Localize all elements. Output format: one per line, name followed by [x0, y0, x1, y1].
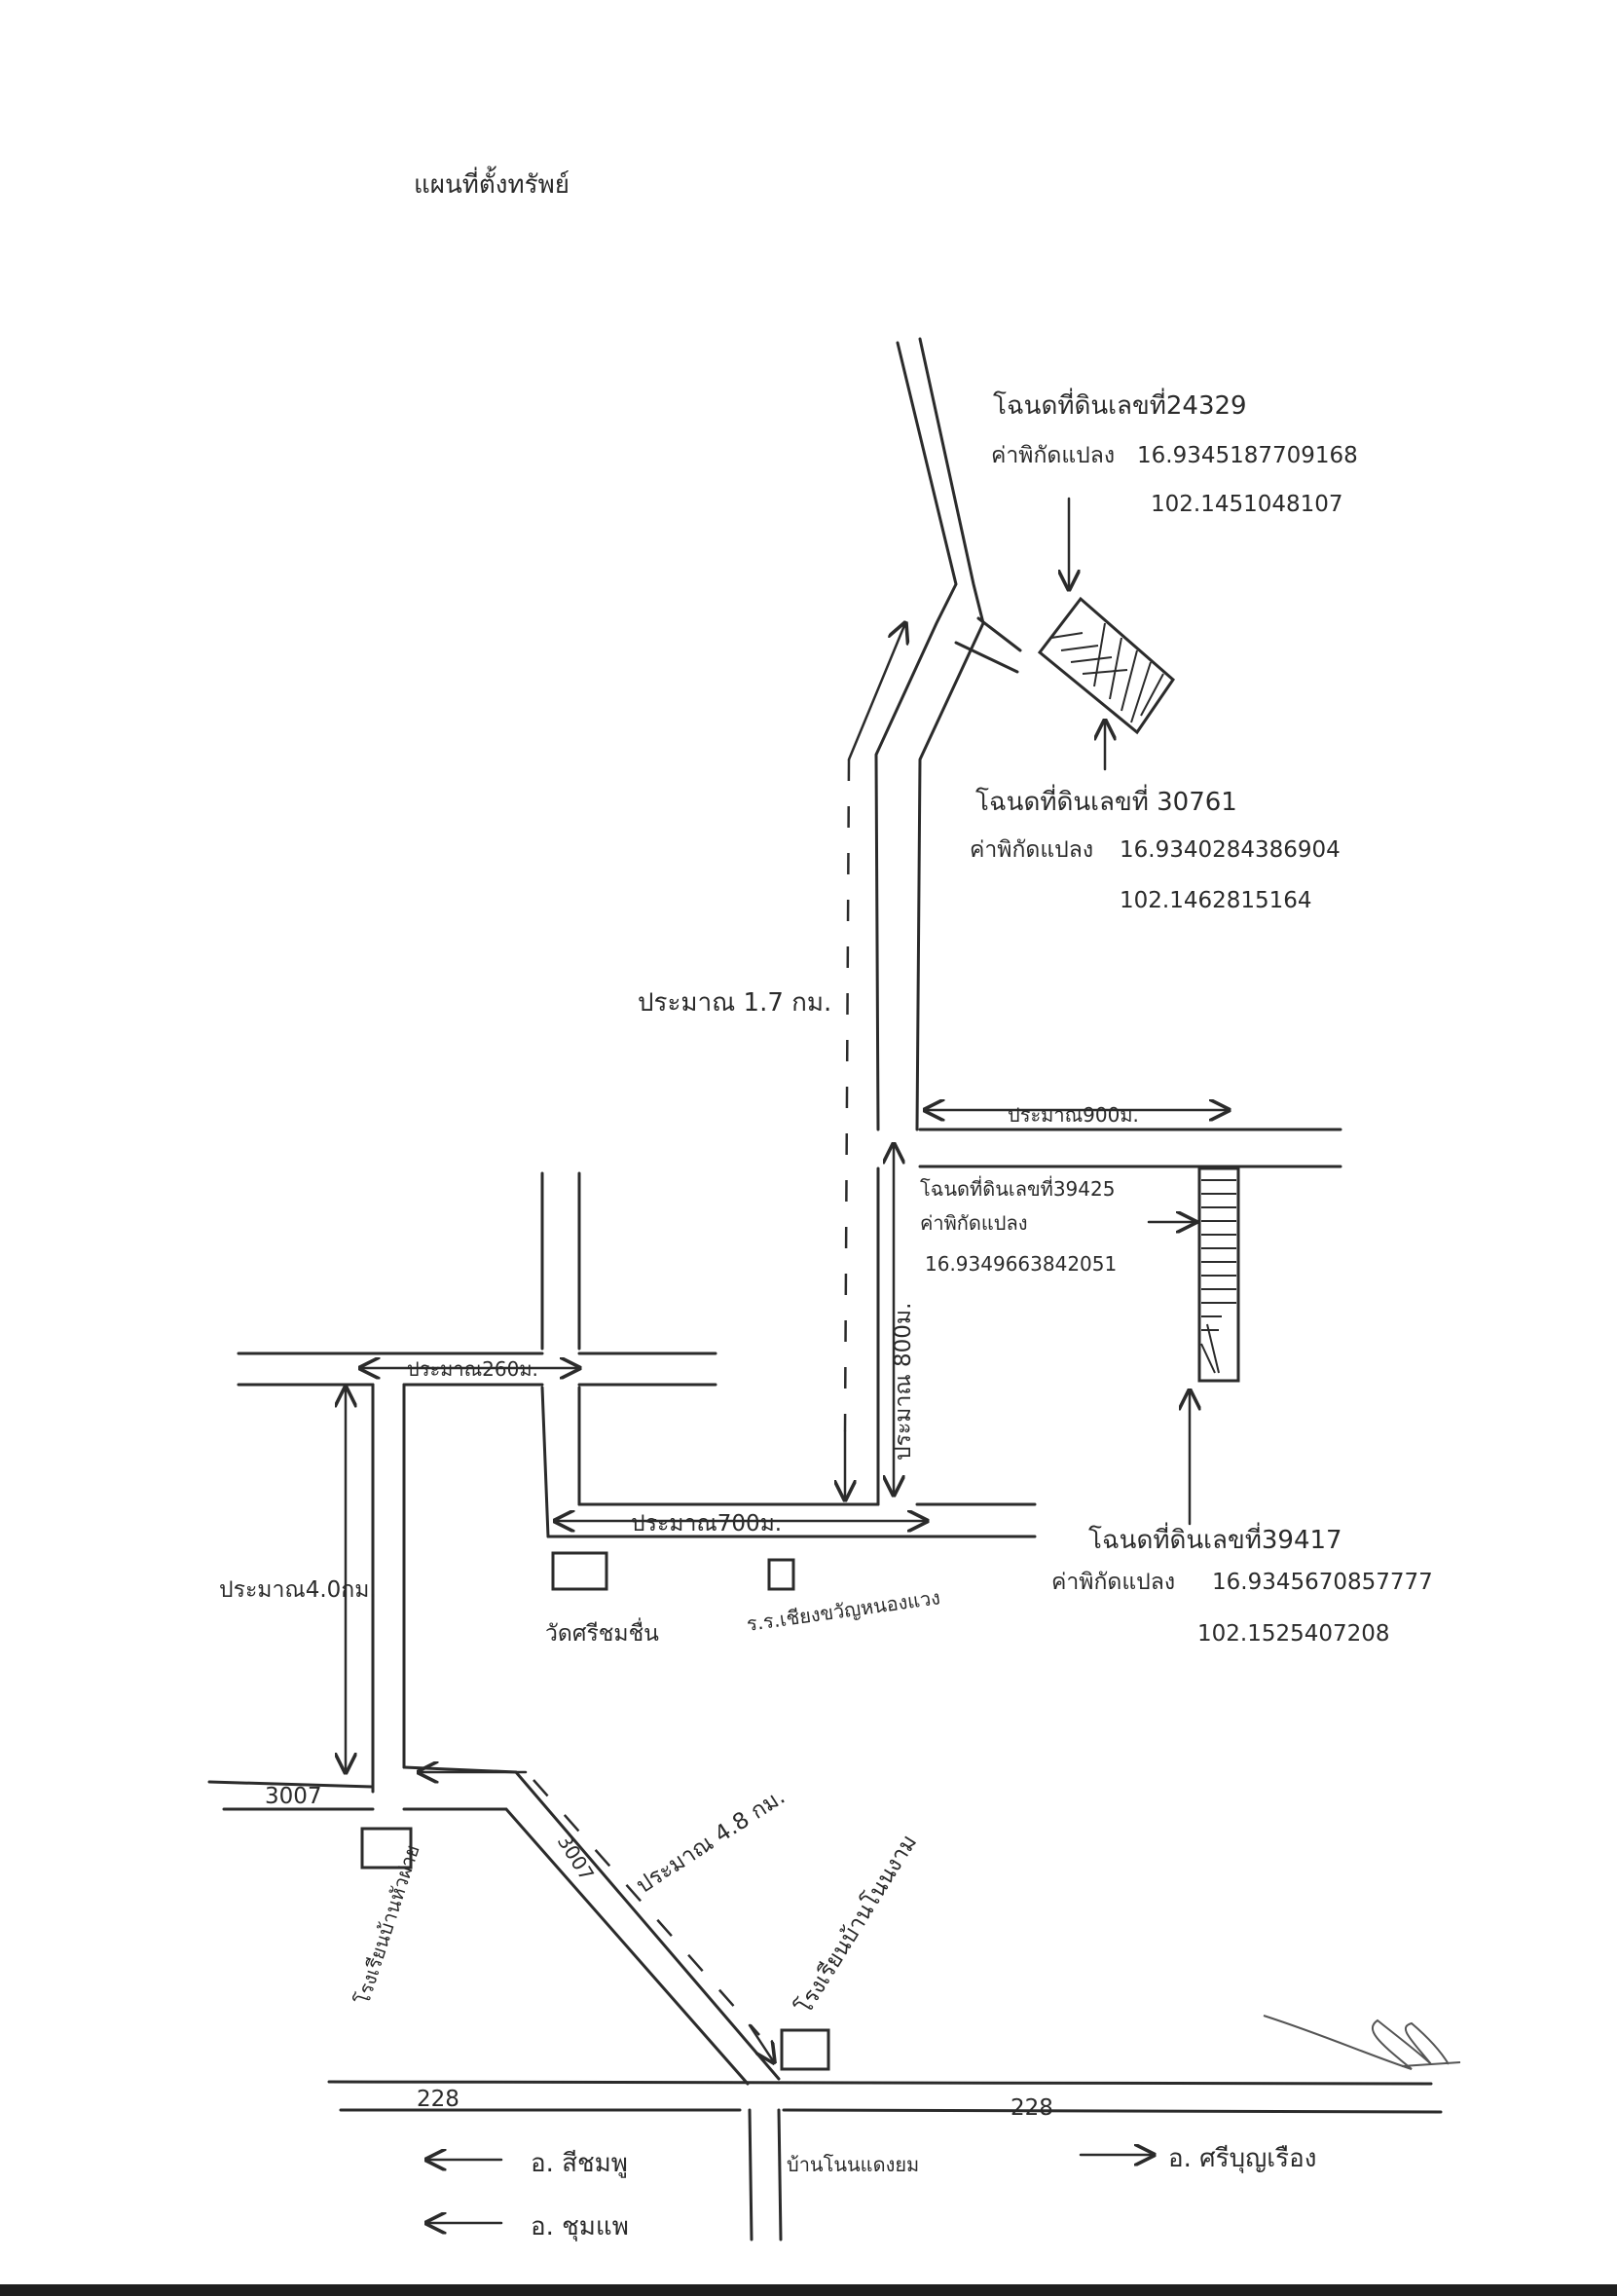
parcel-plot-39425-39417 [1197, 1167, 1240, 1383]
parcel-24329-coord-label: ค่าพิกัดแปลง [991, 443, 1115, 468]
parcel-24329-title: โฉนดที่ดินเลขที่24329 [993, 388, 1247, 421]
parcel-30761-title: โฉนดที่ดินเลขที่ 30761 [975, 784, 1237, 817]
parcel-24329-lat: 16.9345187709168 [1137, 443, 1358, 468]
road-wat-left-low [540, 1386, 550, 1538]
parcel-39417-coord-label: ค่าพิกัดแปลง [1051, 1570, 1175, 1595]
road-3007-top [207, 1780, 375, 1789]
parcel-30761-label: โฉนดที่ดินเลขที่ 30761 ค่าพิกัดแปลง 16.9… [970, 784, 1341, 913]
map-title: แผนที่ตั้งทรัพย์ [414, 166, 570, 200]
dist-800m-label: ประมาณ 800ม. [891, 1303, 916, 1461]
road-south-right [777, 2108, 783, 2241]
school-kok-building-icon [780, 2028, 830, 2071]
school-bua-building-icon [360, 1827, 413, 1870]
dist-260m-label: ประมาณ260ม. [407, 1357, 538, 1381]
dest-3-label: อ. ศรีบุญเรือง [1168, 2144, 1316, 2173]
parcel-39417-title: โฉนดที่ดินเลขที่39417 [1088, 1522, 1342, 1555]
dest-2-label: อ. ชุมแพ [531, 2212, 629, 2241]
dist-1-7km-label: ประมาณ 1.7 กม. [638, 988, 831, 1018]
parcel-39425-label: โฉนดที่ดินเลขที่39425 ค่าพิกัดแปลง 16.93… [920, 1175, 1117, 1276]
wat-label: วัดศรีชมชื่น [545, 1617, 659, 1647]
road-fork-branch-edge [976, 616, 1022, 652]
dist-1-7km-arrow-up [847, 623, 905, 761]
parcel-24329-label: โฉนดที่ดินเลขที่24329 ค่าพิกัดแปลง 16.93… [991, 388, 1358, 517]
dist-700m-label: ประมาณ700ม. [631, 1511, 782, 1537]
road-228-top [327, 2080, 1433, 2086]
dist-4-0km-label: ประมาณ4.0กม. [219, 1577, 377, 1603]
dest-1-label: อ. สีชมพู [531, 2149, 628, 2178]
village-label: บ้านโนนแดงยม [787, 2153, 919, 2176]
school-sawang-building-icon [767, 1558, 795, 1591]
road-3007-label: 3007 [265, 1784, 322, 1809]
signature-scribble [1263, 2015, 1461, 2070]
dist-4-8km-label: ประมาณ 4.8 กม. [632, 1784, 790, 1899]
parcel-39425-lat: 16.9349663842051 [925, 1252, 1117, 1276]
road-north-left-edge [874, 341, 958, 1131]
dist-4-8km-arrow-end [748, 2023, 774, 2062]
road-3007-diag-label: 3007 [553, 1831, 599, 1885]
parcel-24329-lon: 102.1451048107 [1151, 492, 1343, 517]
parcel-39417-lat: 16.9345670857777 [1212, 1570, 1433, 1595]
road-228-left-label: 228 [417, 2087, 459, 2112]
school-sawang-label: ร.ร.เชียงขวัญหนองแวง [745, 1585, 941, 1636]
parcel-30761-lon: 102.1462815164 [1120, 888, 1312, 913]
road-south-left [748, 2108, 753, 2241]
road-228-right-label: 228 [1011, 2095, 1053, 2121]
page-bottom-edge [0, 2284, 1617, 2296]
parcel-39425-coord-label: ค่าพิกัดแปลง [920, 1211, 1028, 1235]
parcel-30761-coord-label: ค่าพิกัดแปลง [970, 837, 1093, 863]
road-3007-diag-bottom [402, 1807, 750, 2086]
dist-900m-label: ประมาณ900ม. [1008, 1103, 1139, 1127]
parcel-39417-label: โฉนดที่ดินเลขที่39417 ค่าพิกัดแปลง 16.93… [1051, 1522, 1433, 1647]
school-kok-label: โรงเรียนบ้านโนนงาม [790, 1830, 922, 2018]
dist-1-7km-dashed [843, 759, 851, 1432]
parcel-plot-24329-30761 [1037, 596, 1175, 735]
parcel-30761-lat: 16.9340284386904 [1120, 837, 1341, 863]
parcel-39417-lon: 102.1525407208 [1197, 1621, 1390, 1647]
road-north-right-edge [915, 337, 985, 1131]
road-228-bottom-e [782, 2108, 1443, 2114]
parcel-39425-title: โฉนดที่ดินเลขที่39425 [920, 1175, 1115, 1201]
road-fork-branch [954, 641, 1019, 674]
wat-building-icon [551, 1551, 608, 1591]
dist-4-8km-dashed [533, 1779, 760, 2036]
road-3007-diag-top [402, 1765, 781, 2081]
